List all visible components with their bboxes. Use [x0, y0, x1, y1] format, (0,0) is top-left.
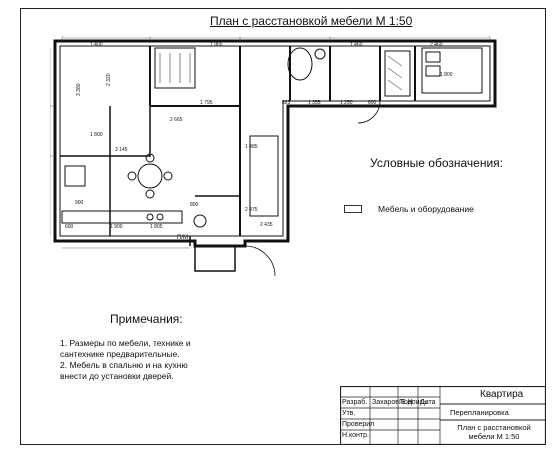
- notes-line: сантехнике предварительные.: [60, 349, 180, 359]
- stamp-row-label: Проверил: [342, 421, 375, 428]
- stamp-sheet-name: План с расстановкой мебели М 1:50: [457, 423, 531, 441]
- dimension-label: 2 435: [260, 222, 273, 228]
- dimension-label: 1 965: [210, 42, 223, 48]
- stamp-col-label: Подпись: [399, 399, 427, 406]
- notes-list: 1. Размеры по мебели, технике и сантехни…: [60, 338, 191, 382]
- dimension-label: 1 355: [308, 100, 321, 106]
- dining-table: [137, 163, 163, 189]
- notes-line: 1. Размеры по мебели, технике и: [60, 338, 191, 348]
- dimension-label: 2 475: [245, 207, 258, 213]
- stove-burner: [156, 213, 164, 221]
- dimension-label: 2 665: [170, 117, 183, 123]
- dimension-label: 1 250: [340, 100, 353, 106]
- double-bed: [421, 47, 483, 94]
- floor-plan: 1 400 1 965 1 460 2 460 1 795 2 665 823 …: [50, 36, 497, 277]
- dimension-label: 1 900: [110, 224, 123, 230]
- bathtub: [287, 47, 313, 81]
- dimension-label: 1 400: [90, 42, 103, 48]
- door-arc: [244, 245, 276, 277]
- inner-wall: [59, 45, 491, 237]
- stamp-project: Квартира: [480, 389, 524, 400]
- entrance-niche: [194, 246, 236, 272]
- partition-wall: [60, 106, 151, 236]
- dimension-label: 823: [282, 100, 291, 106]
- door-arc: [357, 100, 381, 124]
- dimension-label: 1 795: [200, 100, 213, 106]
- partition-wall: [189, 195, 240, 246]
- legend-label: Мебель и оборудование: [378, 204, 474, 214]
- outer-wall: [53, 39, 497, 248]
- stove-burner: [146, 213, 154, 221]
- dimension-label: 3 380: [76, 83, 82, 96]
- dimension-label: 1 460: [350, 42, 363, 48]
- stamp-row-label: Утв.: [342, 410, 356, 417]
- dimension-label: 1 805: [150, 224, 163, 230]
- washing-machine: [193, 214, 207, 228]
- dimension-label: 2 320: [106, 73, 112, 86]
- sofa: [154, 47, 196, 89]
- stamp-subtitle: Перепланировка: [450, 408, 509, 417]
- notes-line: внести до установки дверей.: [60, 371, 174, 381]
- dimension-label: 1 485: [245, 144, 258, 150]
- dimension-label: 3 145: [115, 147, 128, 153]
- kitchen-counter: [61, 210, 183, 224]
- stamp-row-label: Н.контр.: [342, 432, 369, 439]
- dimension-label: 600: [65, 224, 74, 230]
- stamp-developer: Захаров Е.Н.: [372, 399, 415, 406]
- notes-line: 2. Мебель в спальню и на кухню: [60, 360, 188, 370]
- drawing-title: План с расстановкой мебели М 1:50: [210, 14, 413, 28]
- dimension-label: 900: [75, 200, 84, 206]
- dimension-label: 1 800: [440, 72, 453, 78]
- armchair: [64, 165, 86, 187]
- legend-heading: Условные обозначения:: [370, 156, 503, 170]
- stamp-row-label: Разраб.: [342, 399, 368, 406]
- bathroom-cabinet: [249, 135, 279, 217]
- drawing-frame: [20, 8, 546, 445]
- dimension-label: 600: [368, 100, 377, 106]
- dimension-label: 800: [190, 202, 199, 208]
- dimension-label: 2 460: [430, 42, 443, 48]
- title-block: Разраб. Захаров Е.Н. Подпись Дата Провер…: [340, 386, 546, 445]
- notes-heading: Примечания:: [110, 312, 183, 326]
- wardrobe: [384, 50, 411, 97]
- stamp-col-label: Дата: [420, 399, 436, 406]
- room-tag: П/М: [177, 235, 188, 241]
- legend-swatch: [344, 205, 362, 213]
- sink: [314, 48, 326, 60]
- dimension-label: 1 800: [90, 132, 103, 138]
